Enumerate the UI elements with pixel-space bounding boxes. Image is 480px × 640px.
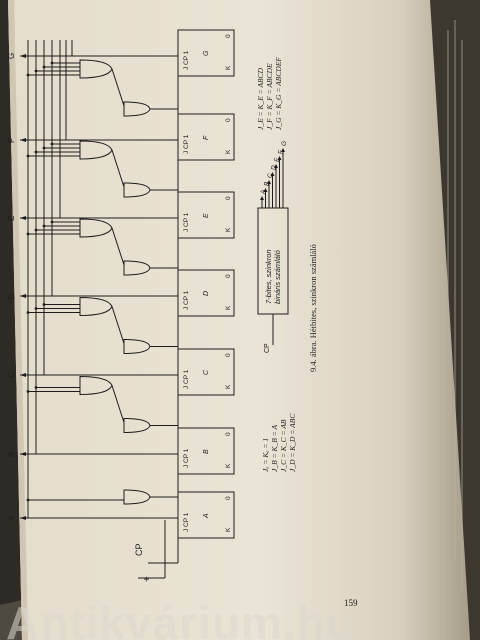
eq-jf: J_F = K_F = ABCDE	[265, 63, 274, 130]
and-gate	[79, 59, 113, 79]
equations-left: Jₐ = Kₐ = 1 J_B = K_B = A J_C = K_C = AB…	[261, 413, 297, 472]
pin-label: J CP 1	[183, 212, 190, 232]
pin-label: 0	[225, 196, 232, 200]
pin-label: J CP 1	[183, 50, 190, 70]
pin-label: J CP 1	[183, 290, 190, 310]
eq-jb: J_B = K_B = A	[270, 425, 279, 472]
and-gate	[123, 417, 151, 434]
eq-je: J_E = K_E = ABCD	[256, 67, 265, 130]
watermark: Antikvárium.hu	[0, 598, 480, 640]
and-gate	[123, 338, 151, 355]
and-gate	[79, 218, 113, 238]
block-output-label: C	[267, 173, 274, 178]
counter-block: CP 7-bites, szinkron bináris számláló AB…	[257, 141, 289, 353]
output-label: D	[7, 293, 16, 299]
bleed-through	[447, 20, 463, 600]
block-output-label: E	[274, 157, 281, 162]
pin-label: K	[225, 65, 232, 70]
pin-label: K	[225, 305, 232, 310]
paper	[8, 0, 470, 640]
figure-caption: 9.4. ábra. Hétbites, szinkron számláló	[308, 244, 318, 372]
eq-jg: J_G = K_G = ABCDEF	[274, 57, 283, 130]
and-gate	[123, 101, 151, 117]
and-gate	[123, 260, 151, 276]
pin-label: K	[225, 527, 232, 532]
pin-label: J CP 1	[183, 448, 190, 468]
and-gate	[123, 182, 151, 198]
cp-input-label: CP	[134, 543, 144, 556]
output-label: B	[7, 452, 16, 457]
eq-ja: Jₐ = Kₐ = 1	[261, 438, 270, 472]
block-output-label: F	[278, 149, 285, 154]
eq-jc: J_C = K_C = AB	[279, 419, 288, 472]
pin-label: 0	[225, 274, 232, 278]
block-output-label: G	[281, 141, 288, 146]
gates	[26, 59, 178, 505]
block-cp-label: CP	[264, 343, 271, 353]
pin-label: K	[225, 149, 232, 154]
block-line1: 7-bites, szinkron	[264, 249, 273, 304]
flipflop-name: E	[203, 213, 210, 218]
equations-right: J_E = K_E = ABCD J_F = K_F = ABCDE J_G =…	[256, 57, 283, 130]
output-label: G	[7, 53, 16, 59]
eq-jd: J_D = K_D = ABC	[288, 413, 297, 472]
pin-label: J CP 1	[183, 369, 190, 389]
pin-label: 0	[225, 432, 232, 436]
watermark-text: Antikvárium.hu	[6, 598, 355, 640]
flipflop-name: A	[203, 513, 210, 519]
clock-input: CP +	[134, 70, 179, 582]
block-output-label: B	[264, 181, 271, 186]
output-bus: A B C D E F G	[7, 40, 178, 521]
pin-label: K	[225, 227, 232, 232]
pin-label: 0	[225, 353, 232, 357]
flipflop-name: B	[203, 449, 210, 454]
and-gate	[79, 140, 113, 160]
page-number: 159	[344, 598, 358, 608]
and-gate	[79, 296, 113, 317]
block-output-label: D	[271, 165, 278, 170]
output-label: A	[7, 515, 16, 521]
pin-label: K	[225, 463, 232, 468]
and-gate	[123, 489, 151, 505]
block-output-label: A	[260, 190, 267, 195]
output-label: E	[7, 216, 16, 221]
pin-label: K	[225, 384, 232, 389]
flipflop: J CP 1 G K 0	[177, 29, 235, 77]
flipflop-name: C	[203, 369, 210, 375]
pin-label: 0	[225, 118, 232, 122]
and-gate	[79, 375, 113, 396]
plus-input-label: +	[142, 576, 153, 582]
block-line2: bináris számláló	[273, 250, 282, 304]
pin-label: 0	[225, 496, 232, 500]
flipflop-name: F	[203, 135, 210, 140]
flipflop-name: G	[203, 50, 210, 56]
pin-label: J CP 1	[183, 512, 190, 532]
flipflop-name: D	[203, 291, 210, 296]
output-label: F	[7, 138, 16, 143]
pin-label: J CP 1	[183, 134, 190, 154]
pin-label: 0	[225, 34, 232, 38]
output-label: C	[7, 372, 16, 378]
